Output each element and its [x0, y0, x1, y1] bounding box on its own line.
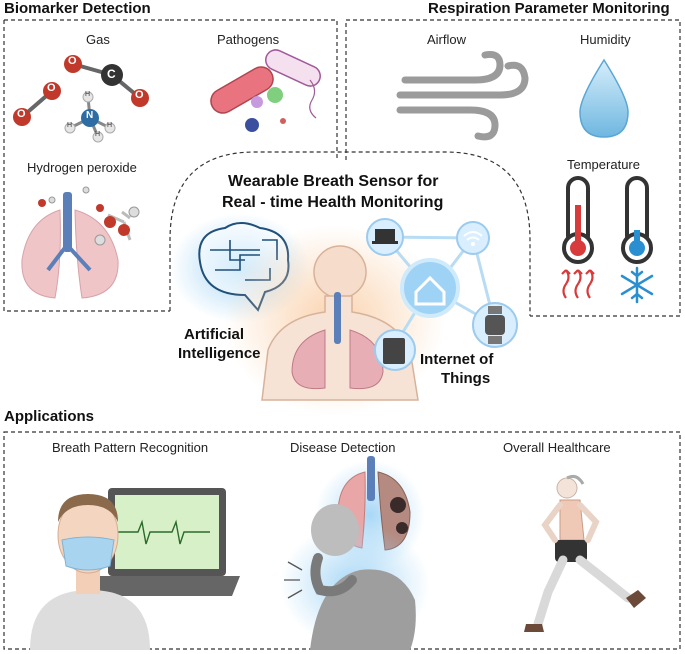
- wifi-node-icon: [456, 221, 490, 255]
- ai-label-line1: Artificial: [184, 326, 245, 343]
- hydrogen-atom-label: H: [67, 122, 73, 129]
- applications-section-title: Applications: [4, 408, 95, 425]
- respiration-section-title: Respiration Parameter Monitoring: [428, 0, 670, 17]
- hydrogen-atom-label: H: [95, 131, 101, 138]
- humidity-label: Humidity: [580, 32, 631, 47]
- nh3-molecule-icon: [64, 91, 116, 143]
- biomarker-section-title: Biomarker Detection: [4, 0, 151, 17]
- o2-molecule-icon: [13, 82, 61, 126]
- laptop-ecg-icon: [92, 488, 240, 596]
- laptop-node-icon: [366, 218, 404, 256]
- coughing-person-icon: [280, 504, 430, 650]
- smartwatch-node-icon: [472, 302, 518, 348]
- respiration-panel-border: [345, 19, 681, 317]
- center-title-line2: Real - time Health Monitoring: [222, 194, 444, 211]
- hydrogen-peroxide-label: Hydrogen peroxide: [27, 160, 137, 175]
- nitrogen-atom-label: N: [86, 110, 94, 121]
- iot-label-line2: Things: [441, 370, 491, 387]
- center-arch-border: [169, 151, 531, 316]
- airflow-label: Airflow: [427, 32, 467, 47]
- hydrogen-atom-label: H: [85, 91, 91, 98]
- airflow-icon: [396, 51, 529, 141]
- bacteria-icon: [210, 49, 321, 119]
- lungs-icon: [21, 192, 119, 299]
- gas-label: Gas: [86, 32, 110, 47]
- ai-label-line2: Intelligence: [178, 345, 261, 362]
- snowflake-icon: [620, 266, 654, 304]
- water-drop-icon: [579, 58, 629, 138]
- runner-icon: [524, 475, 646, 632]
- biomarker-panel-border: [3, 19, 338, 312]
- thermometer-hot-icon: [562, 176, 594, 264]
- disease-detection-label: Disease Detection: [290, 440, 396, 455]
- thermometer-cold-icon: [621, 176, 653, 264]
- hydrogen-atom-label: H: [107, 122, 113, 129]
- oxygen-atom-label: O: [68, 55, 77, 67]
- h2o2-molecule-icon: [38, 186, 140, 246]
- temperature-label: Temperature: [567, 157, 640, 172]
- overall-healthcare-label: Overall Healthcare: [503, 440, 611, 455]
- oxygen-atom-label: O: [135, 89, 144, 101]
- applications-panel-border: [3, 431, 681, 650]
- tablet-node-icon: [374, 329, 416, 371]
- pathogens-label: Pathogens: [217, 32, 280, 47]
- heat-waves-icon: [561, 269, 595, 299]
- oxygen-atom-label: O: [47, 82, 56, 94]
- breath-pattern-label: Breath Pattern Recognition: [52, 440, 209, 455]
- masked-person-icon: [30, 494, 150, 650]
- carbon-atom-label: C: [107, 67, 116, 81]
- home-node-icon: [400, 258, 460, 318]
- oxygen-atom-label: O: [17, 108, 26, 120]
- center-title-line1: Wearable Breath Sensor for: [228, 173, 439, 190]
- co2-molecule-icon: [64, 55, 149, 107]
- iot-label-line1: Internet of: [420, 351, 494, 368]
- virus-icon: [245, 87, 286, 132]
